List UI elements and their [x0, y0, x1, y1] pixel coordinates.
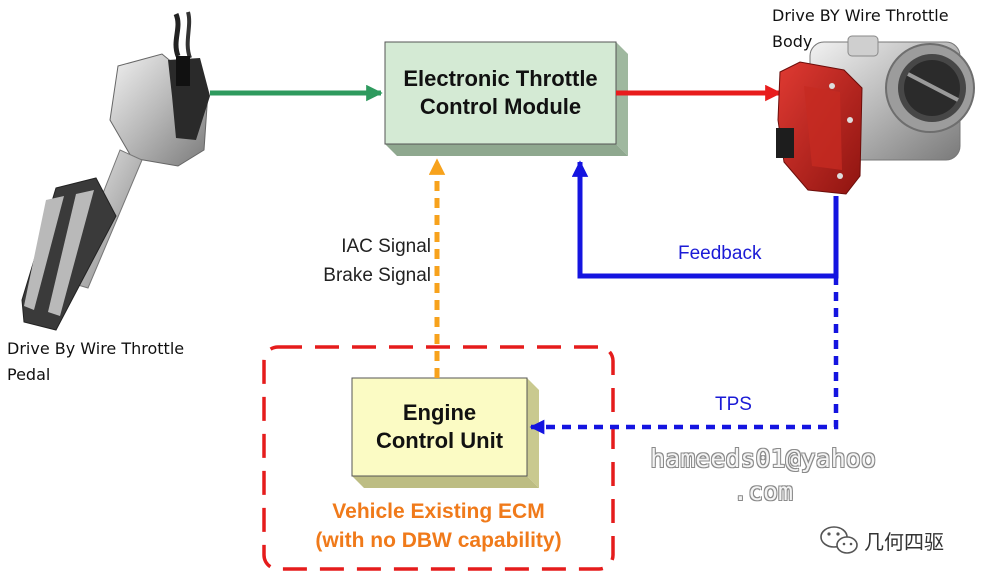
brake-signal-label: Brake Signal — [323, 265, 431, 286]
pedal-label: Drive By Wire Throttle Pedal — [7, 336, 184, 388]
watermark-line1: hameeds01@yahoo — [650, 444, 876, 473]
wechat-icon — [820, 526, 858, 554]
etcm-title-line1: Electronic Throttle — [403, 66, 598, 91]
pedal-label-line1: Drive By Wire Throttle — [7, 339, 185, 358]
etcm-box — [384, 41, 628, 156]
iac-signal-label: IAC Signal — [341, 236, 431, 257]
tps-arrow — [529, 276, 839, 435]
pedal-label-line2: Pedal — [7, 365, 51, 384]
watermark-line2: .com — [732, 477, 794, 506]
throttle-body-label: Drive BY Wire Throttle Body — [772, 3, 949, 55]
etcm-title: Electronic Throttle Control Module — [385, 42, 616, 144]
throttle-body-image — [776, 35, 975, 195]
ecm-caption: Vehicle Existing ECM (with no DBW capabi… — [264, 497, 613, 555]
throttle-body-label-line2: Body — [772, 32, 813, 51]
ecu-title-line1: Engine — [402, 400, 477, 425]
ecm-caption-line1: Vehicle Existing ECM — [332, 500, 545, 523]
ecu-title-line2: Control Unit — [375, 428, 504, 453]
ecu-signal-labels: IAC Signal Brake Signal — [300, 232, 431, 290]
feedback-arrow — [571, 160, 839, 279]
ecu-box — [351, 377, 539, 488]
ecu-title: Engine Control Unit — [352, 378, 527, 476]
brand-name: 几何四驱 — [864, 530, 944, 554]
throttle-body-label-line1: Drive BY Wire Throttle — [772, 6, 949, 25]
tps-label: TPS — [715, 394, 752, 415]
accelerator-pedal-image — [21, 11, 210, 331]
ecm-caption-line2: (with no DBW capability) — [315, 529, 562, 552]
email-watermark: hameeds01@yahoo .com — [622, 442, 904, 508]
ecm-boundary — [262, 345, 615, 571]
feedback-label: Feedback — [678, 243, 762, 264]
etcm-title-line2: Control Module — [419, 94, 582, 119]
